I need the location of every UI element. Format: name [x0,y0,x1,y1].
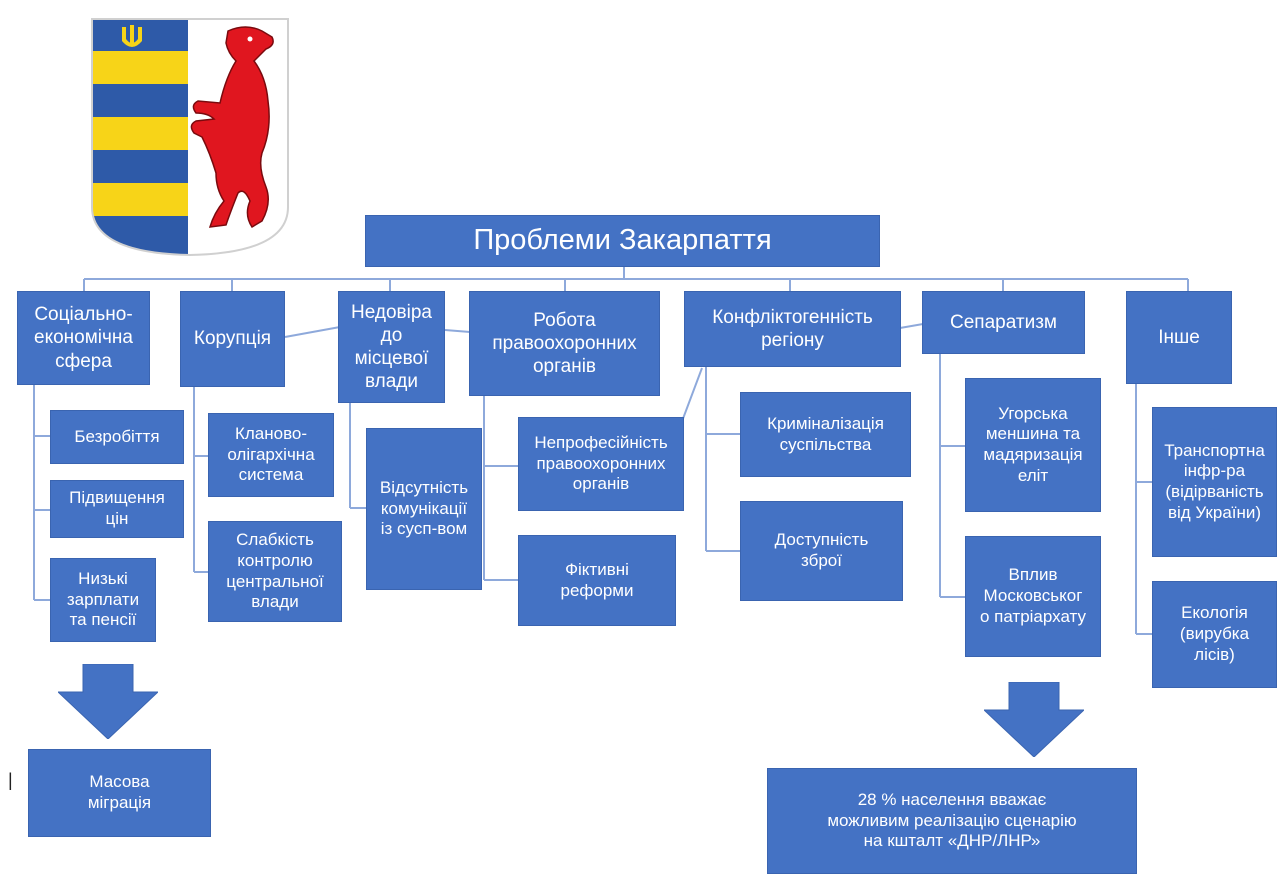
item-moscow-patriarchate-influence: Вплив Московськог о патріархату [965,536,1101,657]
stray-mark: | [8,770,13,790]
down-arrow-icon [982,681,1086,762]
category-socio-economic: Соціально- економічна сфера [17,291,150,385]
item-unemployment: Безробіття [50,410,184,464]
category-other: Інше [1126,291,1232,384]
category-corruption: Корупція [180,291,285,387]
category-separatism: Сепаратизм [922,291,1085,354]
diagram-title: Проблеми Закарпаття [365,215,880,267]
category-conflict-potential: Конфліктогенність регіону [684,291,901,367]
item-lack-of-communication: Відсутність комунікації із сусп-вом [366,428,482,590]
result-separatism-poll: 28 % населення вважає можливим реалізаці… [767,768,1137,874]
item-criminalization-of-society: Криміналізація суспільства [740,392,911,477]
item-price-increase: Підвищення цін [50,480,184,538]
coat-of-arms-icon [90,17,290,262]
item-ecology: Екологія (вирубка лісів) [1152,581,1277,688]
item-unprofessional-law-enforcement: Непрофесійність правоохоронних органів [518,417,684,511]
bear-icon [190,26,274,229]
result-mass-migration: Масова міграція [28,749,211,837]
item-fictitious-reforms: Фіктивні реформи [518,535,676,626]
down-arrow-icon [56,663,160,744]
item-clan-oligarchic-system: Кланово- олігархічна система [208,413,334,497]
item-weak-central-control: Слабкість контролю центральної влади [208,521,342,622]
item-low-wages-pensions: Низькі зарплати та пенсії [50,558,156,642]
item-weapon-availability: Доступність зброї [740,501,903,601]
category-distrust-local-authorities: Недовіра до місцевої влади [338,291,445,403]
tryzub-icon [122,25,142,47]
item-hungarian-minority: Угорська меншина та мадяризація еліт [965,378,1101,512]
item-transport-infrastructure: Транспортна інфр-ра (відірваність від Ук… [1152,407,1277,557]
category-law-enforcement: Робота правоохоронних органів [469,291,660,396]
